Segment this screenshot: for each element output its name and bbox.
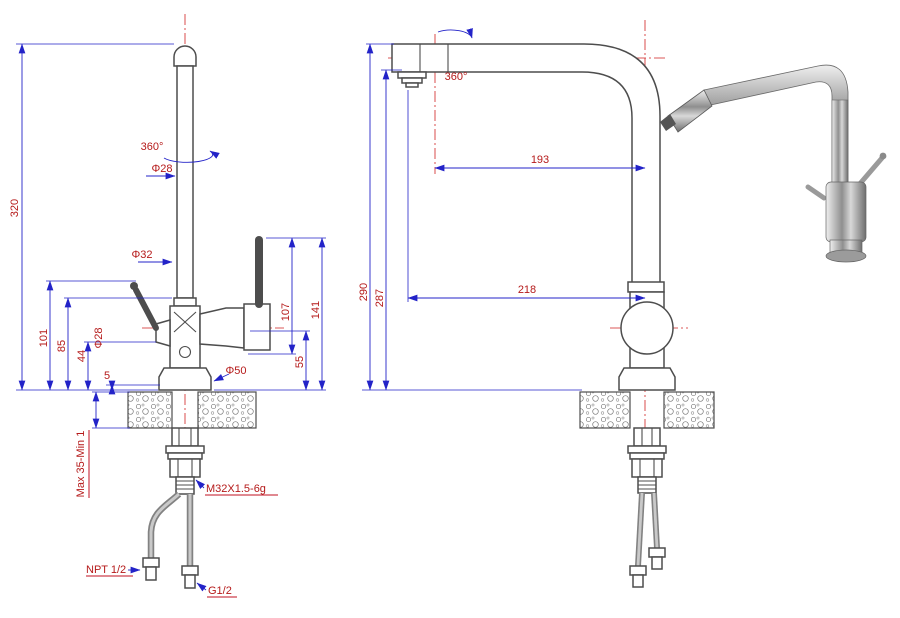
dim-193-label: 193 xyxy=(531,154,549,166)
side-view: 360° 193 218 290 287 xyxy=(358,20,715,588)
iso-body xyxy=(825,181,867,243)
front-mounting-hardware xyxy=(165,427,205,495)
thread-g-label: G1/2 xyxy=(208,585,232,597)
side-faucet-outline xyxy=(391,43,676,391)
side-dimensions xyxy=(362,28,646,391)
dim-85-label: 85 xyxy=(56,340,68,352)
dim-218-label: 218 xyxy=(518,284,536,296)
iso-main-lever xyxy=(855,155,885,189)
dim-320-label: 320 xyxy=(9,199,21,217)
dia-lower-label: Φ28 xyxy=(93,327,105,348)
filter-lever xyxy=(133,287,159,331)
dim-44-label: 44 xyxy=(76,350,88,362)
front-dimensions xyxy=(16,43,326,598)
dia-column-label: Φ32 xyxy=(131,249,152,261)
iso-view xyxy=(660,64,887,263)
dim-141-label: 141 xyxy=(310,301,322,319)
dim-5-label: 5 xyxy=(104,370,110,382)
swivel-front-label: 360° xyxy=(141,141,164,153)
iso-base-flange xyxy=(825,249,867,263)
dim-287-label: 287 xyxy=(374,289,386,307)
dia-base-label: Φ50 xyxy=(225,365,246,377)
filter-lever-knob xyxy=(130,282,138,290)
side-supply-hoses xyxy=(629,492,666,588)
counter-range-label: Max 35-Min 1 xyxy=(75,431,87,498)
side-dimension-labels: 360° 193 218 290 287 xyxy=(358,71,549,307)
dim-101-label: 101 xyxy=(38,329,50,347)
thread-shank-label: M32X1.5-6g xyxy=(206,483,266,495)
front-dimension-labels: 320 360° Φ28 Φ32 101 85 44 Φ28 5 Φ50 107… xyxy=(9,141,322,597)
swivel-side-label: 360° xyxy=(445,71,468,83)
swivel-arrow-front xyxy=(163,150,220,163)
iso-lever-knob xyxy=(879,152,887,160)
front-supply-hoses xyxy=(142,491,199,589)
swivel-arrow-side xyxy=(437,28,473,39)
front-view: 320 360° Φ28 Φ32 101 85 44 Φ28 5 Φ50 107… xyxy=(9,14,326,598)
dim-290-label: 290 xyxy=(358,283,370,301)
side-mounting-hardware xyxy=(627,427,667,494)
dim-107-label: 107 xyxy=(280,303,292,321)
front-countertop xyxy=(127,391,257,429)
thread-npt-label: NPT 1/2 xyxy=(86,564,126,576)
front-faucet-outline xyxy=(130,45,271,391)
dia-spout-label: Φ28 xyxy=(151,163,172,175)
iso-spout-arm xyxy=(703,64,849,187)
dim-55-label: 55 xyxy=(294,356,306,368)
iso-pullout-head xyxy=(667,89,713,133)
side-countertop xyxy=(579,391,715,429)
iso-sprayer-tip xyxy=(660,114,676,131)
iso-riser xyxy=(831,99,849,187)
iso-filter-lever xyxy=(805,184,827,201)
